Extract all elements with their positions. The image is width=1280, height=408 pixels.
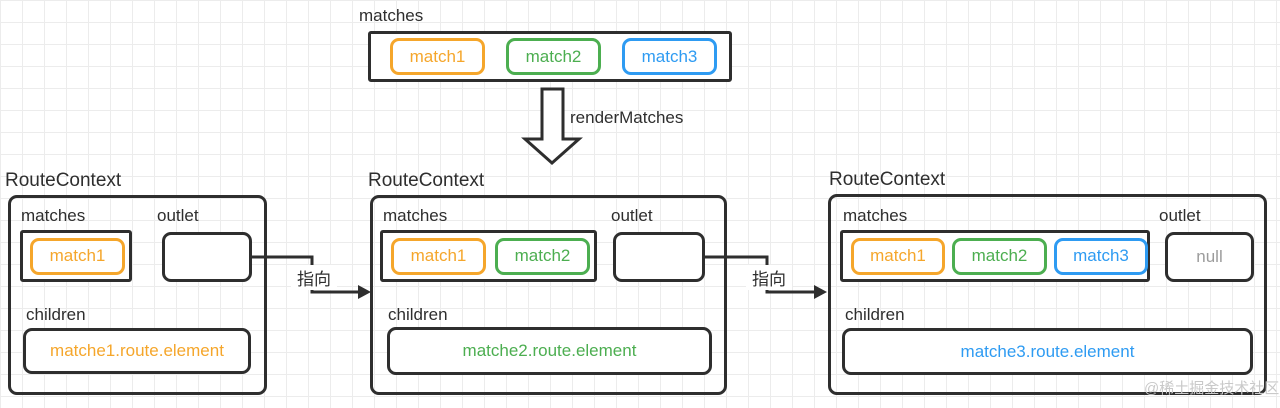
ctx3-matches-box: match1 match2 match3 [840,230,1150,282]
juejin-watermark: @稀土掘金技术社区 [1144,380,1280,397]
ctx3-matches-label: matches [843,206,908,225]
match1-pill: match1 [390,38,485,75]
match3-pill: match3 [1054,237,1148,275]
ctx1-children-box: matche1.route.element [23,328,251,374]
ctx3-children-box: matche3.route.element [842,328,1253,375]
connector-1-label: 指向 [291,265,337,290]
ctx1-outlet-label: outlet [157,206,199,225]
ctx2-children-box: matche2.route.element [387,327,712,375]
match2-pill: match2 [495,237,590,275]
match1-pill: match1 [391,237,486,275]
match1-pill: match1 [30,237,125,275]
ctx2-matches-box: match1 match2 [380,230,597,282]
route-context-2-box [370,195,727,395]
ctx3-outlet-box: null [1165,232,1254,282]
render-matches-label: renderMatches [570,108,684,127]
route-context-3-title: RouteContext [829,169,946,190]
match3-pill: match3 [622,38,717,75]
ctx2-children-label: children [388,305,448,324]
ctx1-outlet-box [162,232,252,282]
render-matches-block-arrow [521,87,583,166]
route-context-3-box [828,194,1267,395]
connector-2-arrowhead [814,285,827,299]
ctx3-children-label: children [845,305,905,324]
route-context-1-box [8,195,267,395]
match2-pill: match2 [952,237,1047,275]
ctx1-matches-label: matches [21,206,86,225]
ctx2-outlet-box [613,232,705,282]
ctx1-matches-box: match1 [20,230,132,282]
match2-pill: match2 [506,38,601,75]
top-matches-label: matches [359,6,424,25]
connector-1-arrowhead [358,285,371,299]
match1-pill: match1 [851,237,945,275]
connector-2-label: 指向 [746,265,792,290]
ctx2-outlet-label: outlet [611,206,653,225]
ctx1-children-label: children [26,305,86,324]
route-context-2-title: RouteContext [368,170,485,191]
ctx2-matches-label: matches [383,206,448,225]
ctx3-outlet-label: outlet [1159,206,1201,225]
route-context-1-title: RouteContext [5,170,122,191]
top-matches-box: match1 match2 match3 [368,31,732,82]
